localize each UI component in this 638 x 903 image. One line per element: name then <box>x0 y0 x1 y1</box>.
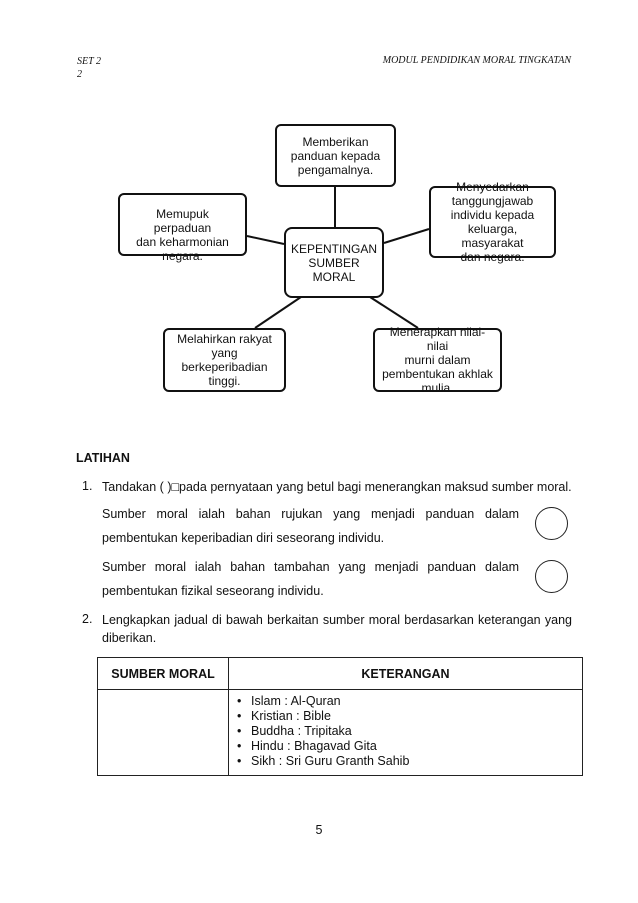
question-1-text: Tandakan ( )□pada pernyataan yang betul … <box>102 480 572 494</box>
node-center: KEPENTINGAN SUMBER MORAL <box>284 227 384 298</box>
node-top-line: panduan kepada <box>290 148 381 163</box>
statement-1: Sumber moral ialah bahan rujukan yang me… <box>102 507 519 545</box>
section-heading: LATIHAN <box>76 451 130 465</box>
sumber-moral-table: SUMBER MORAL KETERANGAN Islam : Al-Quran… <box>97 657 583 776</box>
header-set: SET 2 <box>77 56 101 67</box>
list-item: Sikh : Sri Guru Granth Sahib <box>237 754 576 769</box>
node-bottom-left: Melahirkan rakyat yang berkeperibadian t… <box>163 328 286 392</box>
node-left: Memupuk perpaduan dan keharmonian negara… <box>118 193 247 263</box>
node-bottom-left-line: berkeperibadian <box>181 360 268 374</box>
question-2-number: 2. <box>82 612 93 626</box>
node-bottom-left-line: yang <box>211 346 238 360</box>
node-center-line: MORAL <box>312 269 356 284</box>
list-item: Kristian : Bible <box>237 709 576 724</box>
question-2-text-cont: diberikan. <box>102 631 157 645</box>
node-left-line: dan keharmonian <box>136 235 229 249</box>
node-bottom-left-line: tinggi. <box>208 374 241 388</box>
table-header-sumber: SUMBER MORAL <box>97 657 229 690</box>
node-center-line: SUMBER <box>308 255 360 270</box>
mind-map: Memberikan panduan kepada pengamalnya. M… <box>0 0 638 420</box>
list-item: Buddha : Tripitaka <box>237 724 576 739</box>
table-row: Islam : Al-Quran Kristian : Bible Buddha… <box>97 689 583 776</box>
keterangan-list: Islam : Al-Quran Kristian : Bible Buddha… <box>237 694 576 769</box>
header-module-title: MODUL PENDIDIKAN MORAL TINGKATAN <box>382 55 571 66</box>
connector-right <box>383 228 430 244</box>
question-1-number: 1. <box>82 479 93 493</box>
answer-cell-sumber[interactable] <box>97 689 229 776</box>
header-left: SET 2 2 <box>77 55 101 81</box>
node-right-line: dan negara. <box>460 250 525 264</box>
node-bottom-right: Menerapkan nilai-nilai murni dalam pembe… <box>373 325 502 395</box>
connector-left <box>246 235 285 245</box>
node-top: Memberikan panduan kepada pengamalnya. <box>275 124 396 187</box>
node-right: Menyedarkan tanggungjawab individu kepad… <box>429 180 556 264</box>
header-level: 2 <box>77 69 82 80</box>
node-right-line: Menyedarkan <box>456 180 529 194</box>
answer-circle-1[interactable] <box>535 507 568 540</box>
node-left-line: negara. <box>162 249 203 263</box>
node-left-line: Memupuk perpaduan <box>153 207 212 235</box>
list-item: Islam : Al-Quran <box>237 694 576 709</box>
list-item: Hindu : Bhagavad Gita <box>237 739 576 754</box>
node-right-line: keluarga, masyarakat <box>461 222 524 250</box>
table-header-row: SUMBER MORAL KETERANGAN <box>97 657 583 690</box>
node-bottom-right-line: pembentukan akhlak <box>382 367 493 381</box>
node-bottom-left-line: Melahirkan rakyat <box>177 332 272 346</box>
page-number: 5 <box>315 823 323 837</box>
table-header-keterangan: KETERANGAN <box>228 657 583 690</box>
node-center-line: KEPENTINGAN <box>291 241 378 256</box>
connector-bottom-left <box>254 296 302 329</box>
answer-circle-2[interactable] <box>535 560 568 593</box>
question-2-text: Lengkapkan jadual di bawah berkaitan sum… <box>102 613 572 627</box>
node-bottom-right-line: mulia. <box>421 381 454 395</box>
node-bottom-right-line: murni dalam <box>404 353 471 367</box>
keterangan-cell: Islam : Al-Quran Kristian : Bible Buddha… <box>228 689 583 776</box>
connector-lines <box>246 187 430 329</box>
node-bottom-right-line: Menerapkan nilai-nilai <box>389 325 486 353</box>
connector-bottom-right <box>369 296 419 329</box>
node-right-line: tanggungjawab <box>451 194 534 208</box>
statement-2: Sumber moral ialah bahan tambahan yang m… <box>102 560 519 598</box>
node-top-line: pengamalnya. <box>297 162 374 177</box>
node-right-line: individu kepada <box>450 208 535 222</box>
node-top-line: Memberikan <box>302 134 369 149</box>
